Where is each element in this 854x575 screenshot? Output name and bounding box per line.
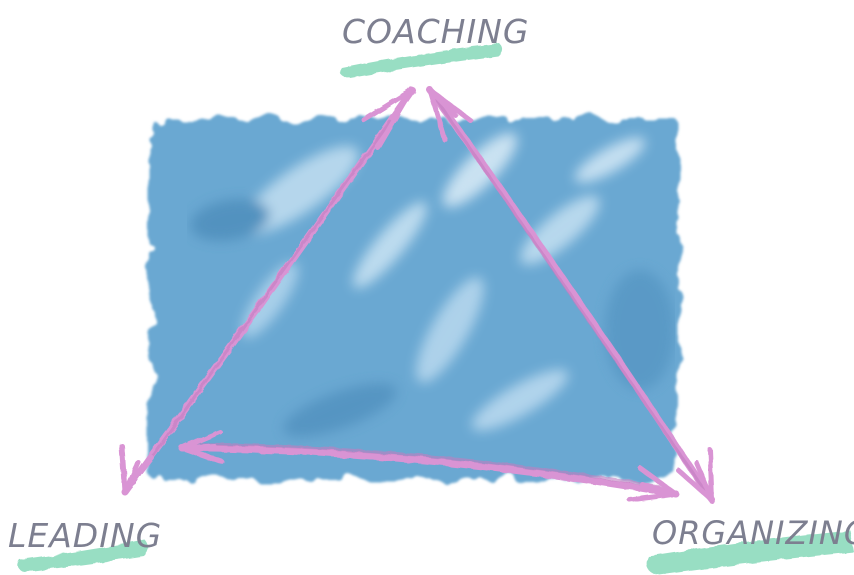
node-label-coaching: COACHING [342,12,529,51]
node-label-organizing: ORGANIZING [652,514,854,552]
arrowhead-leading-up [122,446,152,492]
node-label-leading: LEADING [8,516,162,555]
watercolor-background [150,118,678,480]
